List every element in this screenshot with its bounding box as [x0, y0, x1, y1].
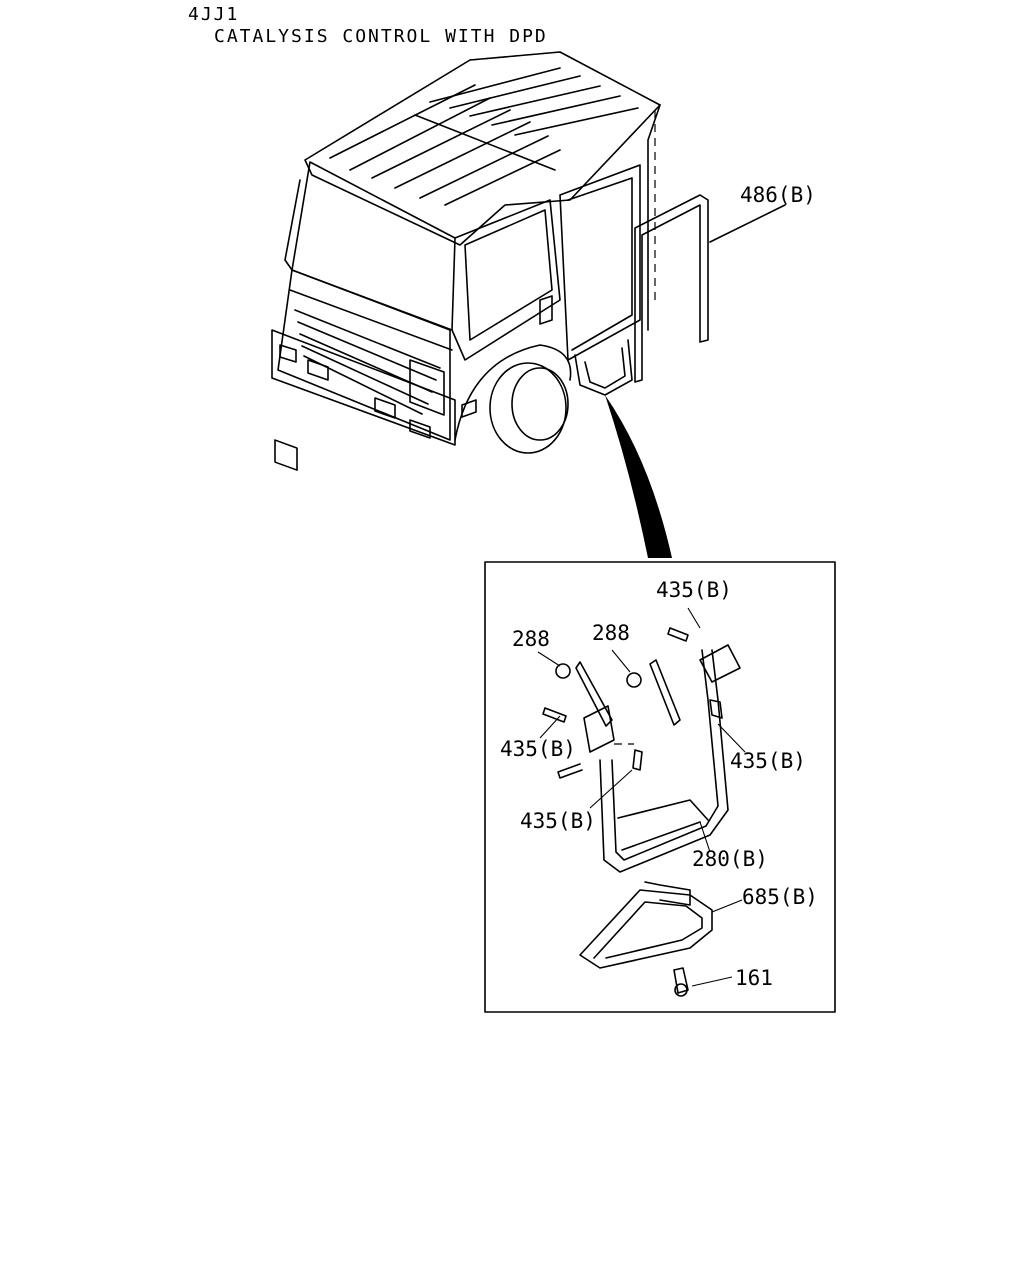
callout-161: 161 — [735, 966, 773, 990]
callout-435-right: 435(B) — [730, 749, 806, 773]
diagram-subtitle: CATALYSIS CONTROL WITH DPD — [214, 26, 548, 47]
detail-callout-arrow — [605, 395, 672, 558]
engine-code: 4JJ1 — [188, 4, 240, 25]
truck-cab-illustration — [271, 51, 661, 471]
door-weatherstrip-part — [634, 194, 786, 383]
callout-280: 280(B) — [692, 847, 768, 871]
callout-288-left: 288 — [512, 627, 550, 651]
detail-box — [484, 561, 836, 1013]
callout-288-right: 288 — [592, 621, 630, 645]
step-assembly-detail — [542, 627, 741, 873]
callout-435-top: 435(B) — [656, 578, 732, 602]
callout-486: 486(B) — [740, 183, 816, 207]
callout-435-left: 435(B) — [500, 737, 576, 761]
callout-435-center: 435(B) — [520, 809, 596, 833]
callout-685: 685(B) — [742, 885, 818, 909]
callout-leaders — [537, 607, 746, 987]
step-bracket-detail — [579, 881, 713, 997]
diagram-header: 4JJ1 CATALYSIS CONTROL WITH DPD — [188, 4, 548, 48]
